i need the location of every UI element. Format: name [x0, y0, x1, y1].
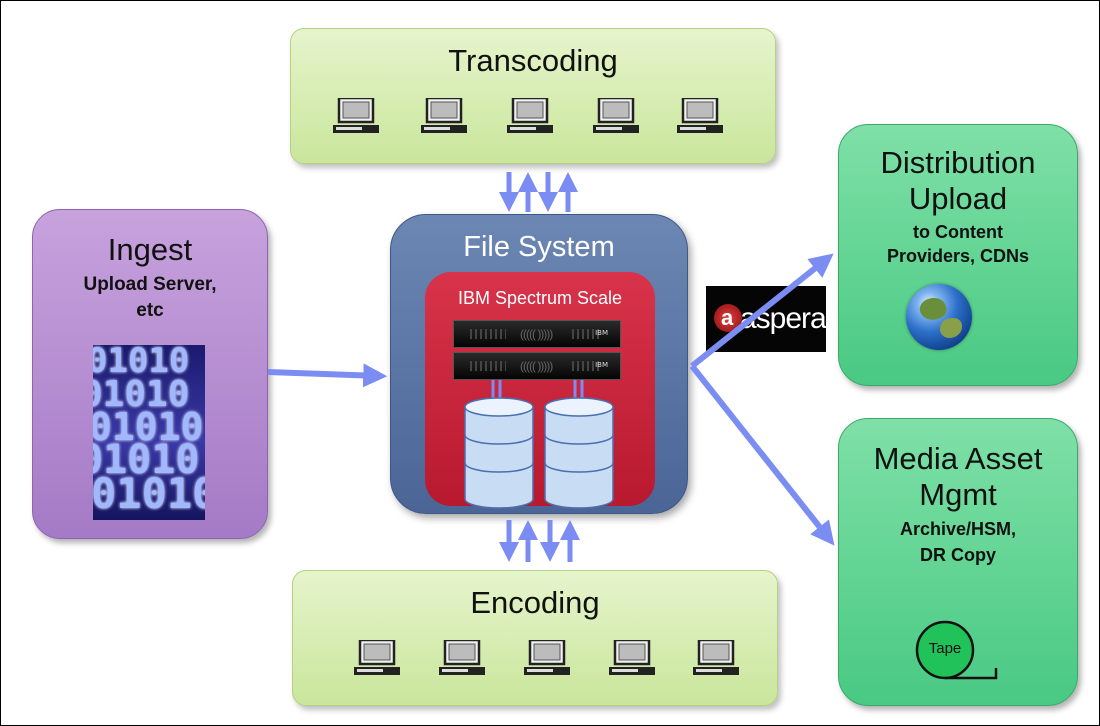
disk-stack-icon: [544, 397, 614, 509]
encoding-title: Encoding: [470, 585, 600, 620]
computer-icon: [333, 98, 379, 134]
file-system-title: File System: [463, 231, 615, 263]
media-asset-title-line1: Media Asset: [873, 441, 1043, 476]
computer-icon: [354, 640, 400, 676]
server-brand: IBM: [595, 361, 608, 369]
ingest-title: Ingest: [107, 232, 193, 267]
server-brand: IBM: [595, 329, 608, 337]
ingest-arrow: [267, 363, 388, 388]
tape-icon: [915, 620, 998, 680]
binary-line: 01010: [93, 405, 204, 449]
encoding-box: Encoding: [292, 570, 778, 706]
distribution-title-line1: Distribution: [880, 145, 1036, 180]
computer-icon: [421, 98, 467, 134]
computer-icon: [693, 640, 739, 676]
storage-server: ((((( ))))) IBM: [453, 320, 621, 348]
spectrum-scale-title: IBM Spectrum Scale: [457, 288, 623, 308]
distribution-title-line2: Upload: [908, 181, 1008, 216]
ingest-subtitle-line1: Upload Server,: [83, 274, 217, 295]
computer-icon: [593, 98, 639, 134]
binary-line: 01010: [93, 345, 190, 381]
distribution-subtitle-line1: to Content: [913, 222, 1003, 242]
transcoding-arrows: [499, 172, 578, 212]
media-asset-arrow: [689, 364, 835, 546]
disk-stack-icon: [464, 397, 534, 509]
transcoding-title: Transcoding: [448, 43, 618, 78]
binary-line: 01010: [93, 374, 190, 415]
globe-icon: [906, 284, 972, 350]
encoding-arrows: [499, 520, 580, 562]
binary-data-image: 01010 01010 01010 01010 01010: [93, 345, 205, 520]
media-asset-subtitle-line1: Archive/HSM,: [899, 519, 1017, 539]
tape-label: Tape: [928, 640, 962, 657]
transcoding-box: Transcoding: [290, 28, 776, 164]
distribution-subtitle-line2: Providers, CDNs: [886, 246, 1030, 266]
binary-line: 01010: [93, 437, 200, 483]
computer-icon: [677, 98, 723, 134]
spectrum-scale-box: IBM Spectrum Scale: [425, 272, 655, 506]
computer-icon: [609, 640, 655, 676]
media-asset-subtitle-line2: DR Copy: [920, 545, 996, 565]
ingest-subtitle-line2: etc: [136, 300, 164, 321]
media-asset-title-line2: Mgmt: [919, 477, 997, 512]
computer-icon: [507, 98, 553, 134]
computer-icon: [524, 640, 570, 676]
storage-server: ((((( ))))) IBM: [453, 352, 621, 380]
computer-icon: [439, 640, 485, 676]
distribution-arrow: [690, 253, 834, 369]
binary-line: 01010: [93, 469, 205, 518]
